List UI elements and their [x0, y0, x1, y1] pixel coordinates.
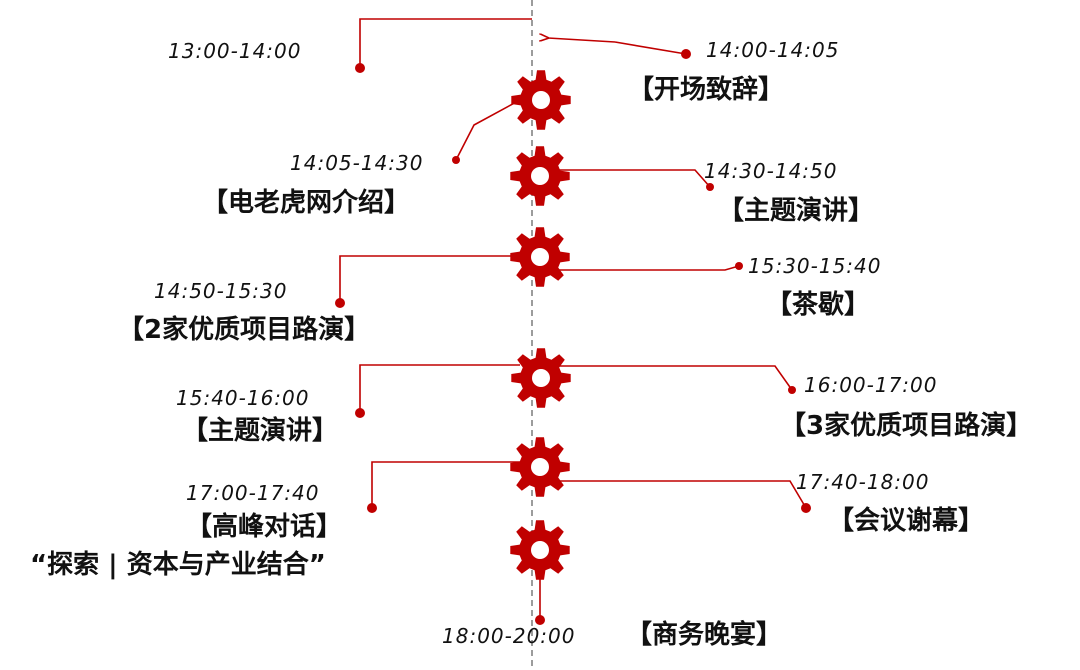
time-label-10: 18:00-20:00: [442, 624, 576, 648]
session-title-7: 【3家优质项目路演】: [780, 410, 1032, 441]
time-label-5: 15:30-15:40: [748, 254, 882, 278]
gear-icon-hole: [531, 541, 549, 559]
connector-dot-1: [681, 49, 691, 59]
gear-icon: [510, 146, 570, 206]
connector-dot-9: [801, 503, 811, 513]
session-subtitle-8: “探索 | 资本与产业结合”: [30, 549, 326, 580]
connector-item-6: [359, 364, 520, 413]
connector-dot-2: [452, 156, 460, 164]
connectors: [335, 18, 811, 625]
gear-icon-hole: [531, 458, 549, 476]
gear-icon-hole: [532, 91, 550, 109]
gear-icon-hole: [531, 248, 549, 266]
connector-dot-10: [535, 615, 545, 625]
connector-item-5: [552, 265, 740, 271]
time-label-0: 13:00-14:00: [168, 39, 302, 63]
session-title-2: 【电老虎网介绍】: [202, 188, 410, 218]
time-label-8: 17:00-17:40: [186, 481, 320, 505]
connector-item-1b: [548, 38, 616, 43]
gear-icon: [510, 520, 570, 580]
connector-dot-8: [367, 503, 377, 513]
connector-dot-3: [706, 183, 714, 191]
time-label-6: 15:40-16:00: [176, 386, 310, 410]
connector-dot-4: [335, 298, 345, 308]
time-label-4: 14:50-15:30: [154, 279, 288, 303]
gear-icon: [510, 437, 570, 497]
gear-icon-hole: [532, 369, 550, 387]
time-label-2: 14:05-14:30: [290, 151, 424, 175]
connector-dot-6: [355, 408, 365, 418]
connector-item-8: [371, 461, 520, 508]
session-title-6: 【主题演讲】: [182, 415, 338, 446]
time-label-7: 16:00-17:00: [804, 373, 938, 397]
gear-icon: [511, 348, 571, 408]
connector-item-7: [552, 365, 793, 391]
connector-item-0: [359, 18, 532, 68]
connector-dot-0: [355, 63, 365, 73]
time-label-3: 14:30-14:50: [704, 159, 838, 183]
connector-dot-5: [735, 262, 743, 270]
connector-item-2: [455, 99, 521, 161]
session-title-5: 【茶歇】: [766, 290, 870, 320]
session-title-8: 【高峰对话】: [186, 511, 342, 542]
gear-icon: [511, 70, 571, 130]
gears: [510, 70, 571, 580]
connector-item-1a: [614, 41, 687, 55]
gear-icon: [510, 227, 570, 287]
session-title-9: 【会议谢幕】: [828, 505, 984, 536]
connector-item-4: [339, 255, 520, 303]
session-title-10: 【商务晚宴】: [626, 619, 782, 650]
connector-dot-7: [788, 386, 796, 394]
session-title-1: 【开场致辞】: [628, 74, 784, 105]
connector-item-3: [542, 169, 711, 188]
gear-icon-hole: [531, 167, 549, 185]
session-title-4: 【2家优质项目路演】: [118, 314, 370, 345]
connector-item-9: [552, 480, 807, 509]
time-label-1: 14:00-14:05: [706, 38, 840, 62]
time-label-9: 17:40-18:00: [796, 470, 930, 494]
session-title-3: 【主题演讲】: [718, 195, 874, 226]
